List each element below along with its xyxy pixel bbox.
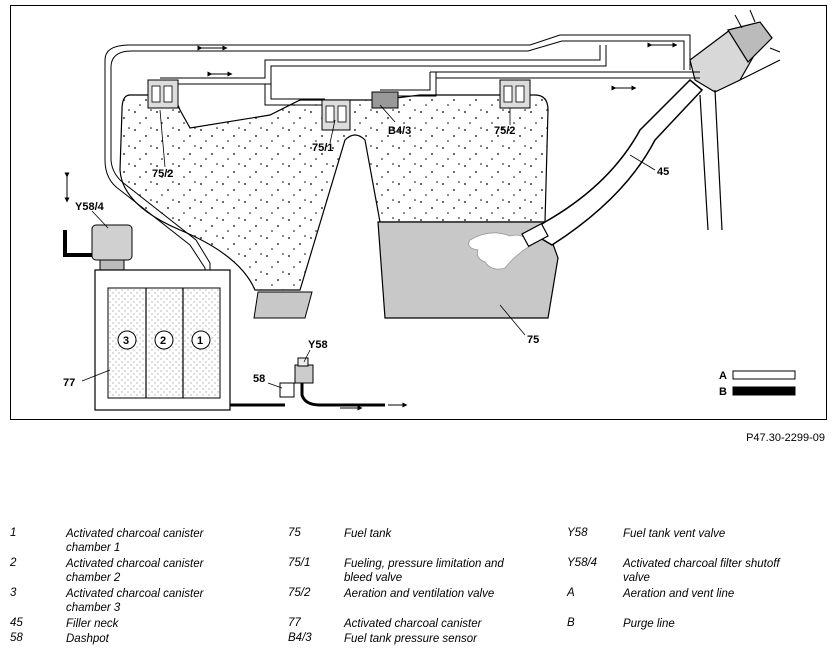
legend-description: Fuel tank pressure sensor	[344, 633, 477, 645]
legend-row: 1 Activated charcoal canister chamber 1 75…	[10, 527, 830, 557]
callout-58: 58	[253, 373, 265, 385]
svg-text:2: 2	[160, 335, 166, 347]
figure-reference: P47.30-2299-09	[746, 432, 825, 444]
legend-description: Activated charcoal filter shutoff valve	[623, 558, 780, 584]
legend-code: 58	[10, 632, 23, 644]
legend-row: 2 Activated charcoal canister chamber 2 75…	[10, 557, 830, 587]
callout-75: 75	[527, 334, 539, 346]
legend-code: 77	[288, 617, 301, 629]
vent-line-a	[104, 34, 700, 300]
legend-code: 1	[10, 527, 17, 539]
filler-neck-outlet	[521, 222, 549, 248]
legend-code: 75	[288, 527, 301, 539]
legend-description: Fueling, pressure limitation and bleed v…	[344, 558, 504, 584]
aeration-valve-right	[499, 79, 531, 109]
legend-row: 58 Dashpot B4/3 Fuel tank pressure sensor	[10, 632, 830, 647]
legend-code: B4/3	[288, 632, 312, 644]
line-key-a-label: A	[719, 370, 727, 382]
vent-valve	[294, 357, 314, 384]
legend-description: Activated charcoal canister	[344, 618, 482, 630]
purge-line-b	[230, 380, 385, 407]
line-key-b-swatch	[732, 386, 796, 396]
chamber-label-2: 2	[154, 330, 174, 350]
legend-description: Purge line	[623, 618, 675, 630]
legend-description: Filler neck	[66, 618, 119, 630]
legend-code: A	[567, 587, 575, 599]
shutoff-valve	[63, 172, 133, 271]
line-key-b-label: B	[719, 386, 727, 398]
legend-code: Y58/4	[567, 557, 598, 569]
legend-description: Aeration and ventilation valve	[344, 588, 495, 600]
legend-code: B	[567, 617, 575, 629]
legend-description: Dashpot	[66, 633, 109, 645]
legend-code: 75/1	[288, 557, 311, 569]
filler-neck	[528, 78, 704, 246]
body-panel-line	[699, 59, 781, 231]
callout-75-2-right: 75/2	[494, 125, 515, 137]
fuel-tank-vapor	[119, 94, 549, 291]
legend-row: 3 Activated charcoal canister chamber 3 75…	[10, 587, 830, 617]
callout-leaders	[81, 104, 656, 389]
callout-75-1: 75/1	[312, 142, 333, 154]
callout-75-2-left: 75/2	[152, 168, 173, 180]
legend-code: 2	[10, 557, 17, 569]
legend-description: Activated charcoal canister chamber 1	[66, 528, 204, 554]
legend-code: 45	[10, 617, 23, 629]
legend-description: Activated charcoal canister chamber 2	[66, 558, 204, 584]
filler-cap-assembly	[689, 9, 781, 93]
pressure-sensor	[371, 91, 399, 109]
legend: 1 Activated charcoal canister chamber 1 75…	[10, 527, 830, 647]
callout-y58: Y58	[308, 339, 328, 351]
chamber-label-3: 3	[117, 330, 137, 350]
legend-code: 3	[10, 587, 17, 599]
dashpot	[279, 382, 295, 398]
fuel-level-left	[253, 291, 313, 319]
legend-description: Aeration and vent line	[623, 588, 735, 600]
svg-text:1: 1	[197, 335, 203, 347]
chamber-label-1: 1	[191, 330, 211, 350]
fueling-valve	[321, 99, 351, 131]
line-key-a-swatch	[732, 370, 796, 380]
legend-code: 75/2	[288, 587, 311, 599]
callout-77: 77	[63, 377, 75, 389]
legend-description: Activated charcoal canister chamber 3	[66, 588, 204, 614]
callout-b4-3: B4/3	[388, 125, 411, 137]
callout-45: 45	[657, 166, 669, 178]
legend-description: Fuel tank	[344, 528, 392, 540]
legend-code: Y58	[567, 527, 588, 539]
legend-row: 45 Filler neck 77 Activated charcoal canist…	[10, 617, 830, 632]
aeration-valve-left	[147, 79, 179, 109]
svg-text:3: 3	[123, 335, 129, 347]
legend-description: Fuel tank vent valve	[623, 528, 726, 540]
diagram-frame	[10, 5, 827, 420]
flow-arrows	[197, 42, 678, 411]
fuel-splash	[468, 232, 531, 270]
fuel-system-diagram: 45 75 75/1 75/2 75/2 B4/3 77 58 Y58 Y58/…	[63, 9, 796, 411]
callout-y58-4: Y58/4	[75, 201, 105, 213]
